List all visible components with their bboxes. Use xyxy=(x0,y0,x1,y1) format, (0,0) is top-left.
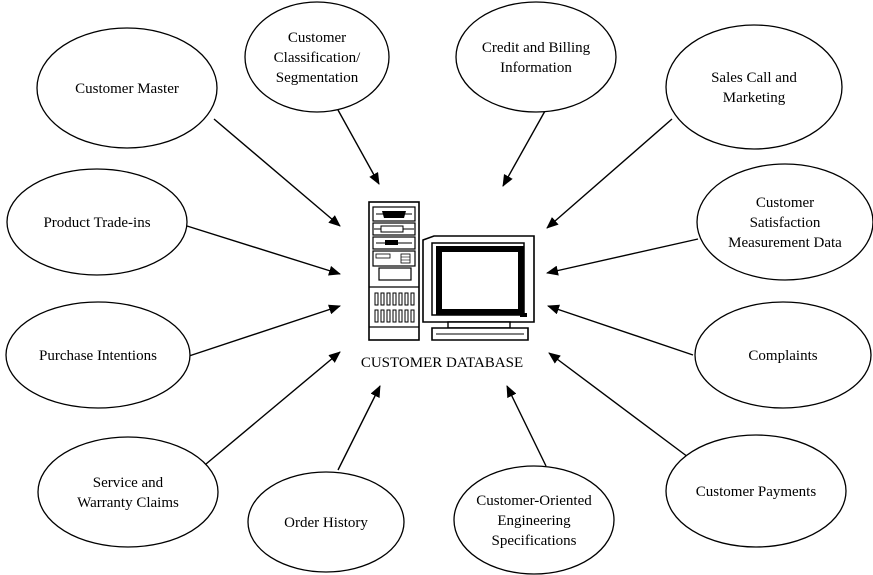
node-label-line: Customer-Oriented xyxy=(476,493,592,509)
node-ellipse xyxy=(696,163,873,281)
arrow-customer-master xyxy=(213,118,341,227)
arrow-purchase-intentions xyxy=(188,304,341,357)
node-label-line: Sales Call and xyxy=(711,70,797,86)
node-label-line: Segmentation xyxy=(276,70,359,86)
nodes-layer: Customer MasterCustomerClassification/Se… xyxy=(5,1,873,575)
node-ellipse xyxy=(37,436,219,548)
node-customer-master: Customer Master xyxy=(36,27,218,149)
node-ellipse xyxy=(36,27,218,149)
node-label-line: Information xyxy=(500,60,572,76)
arrow-sales-call xyxy=(546,118,673,229)
node-label-line: Engineering xyxy=(497,513,571,529)
computer-icon: CUSTOMER DATABASE xyxy=(361,201,535,371)
node-engineering-specs: Customer-OrientedEngineeringSpecificatio… xyxy=(453,465,615,575)
node-ellipse xyxy=(665,24,843,150)
node-label-line: Credit and Billing xyxy=(482,40,591,56)
node-label-line: Customer xyxy=(288,30,346,46)
node-label-line: Complaints xyxy=(748,348,817,364)
arrow-customer-classification xyxy=(337,109,380,185)
node-label-line: Customer Payments xyxy=(696,484,817,500)
node-complaints: Complaints xyxy=(694,301,872,409)
arrow-customer-payments xyxy=(548,352,689,458)
node-label-line: Purchase Intentions xyxy=(39,348,157,364)
node-ellipse xyxy=(247,471,405,573)
edges-layer xyxy=(186,109,699,471)
node-ellipse xyxy=(6,168,188,276)
server-tower-icon xyxy=(368,201,420,341)
node-label-line: Order History xyxy=(284,515,368,531)
node-ellipse xyxy=(694,301,872,409)
node-label-line: Specifications xyxy=(492,533,577,549)
node-label-line: Customer xyxy=(756,195,814,211)
node-ellipse xyxy=(455,1,617,113)
arrow-complaints xyxy=(547,304,694,356)
monitor-icon xyxy=(422,235,535,341)
node-ellipse xyxy=(244,1,390,113)
node-label-line: Warranty Claims xyxy=(77,495,179,511)
node-label-line: Product Trade-ins xyxy=(43,215,150,231)
arrow-customer-satisfaction xyxy=(546,238,699,276)
arrow-engineering-specs xyxy=(506,385,547,467)
arrow-order-history xyxy=(337,385,381,471)
arrow-service-warranty xyxy=(205,351,341,465)
center-label: CUSTOMER DATABASE xyxy=(361,355,523,371)
node-purchase-intentions: Purchase Intentions xyxy=(5,301,191,409)
node-label-line: Satisfaction xyxy=(750,215,821,231)
node-ellipse xyxy=(453,465,615,575)
node-customer-payments: Customer Payments xyxy=(665,434,847,548)
arrow-product-trade-ins xyxy=(186,225,341,276)
node-label-line: Measurement Data xyxy=(728,235,842,251)
node-label-line: Classification/ xyxy=(274,50,361,66)
node-product-trade-ins: Product Trade-ins xyxy=(6,168,188,276)
node-label-line: Service and xyxy=(93,475,164,491)
node-label-line: Marketing xyxy=(723,90,786,106)
node-ellipse xyxy=(5,301,191,409)
node-order-history: Order History xyxy=(247,471,405,573)
node-ellipse xyxy=(665,434,847,548)
node-label-line: Customer Master xyxy=(75,81,179,97)
arrow-credit-billing xyxy=(502,110,546,187)
